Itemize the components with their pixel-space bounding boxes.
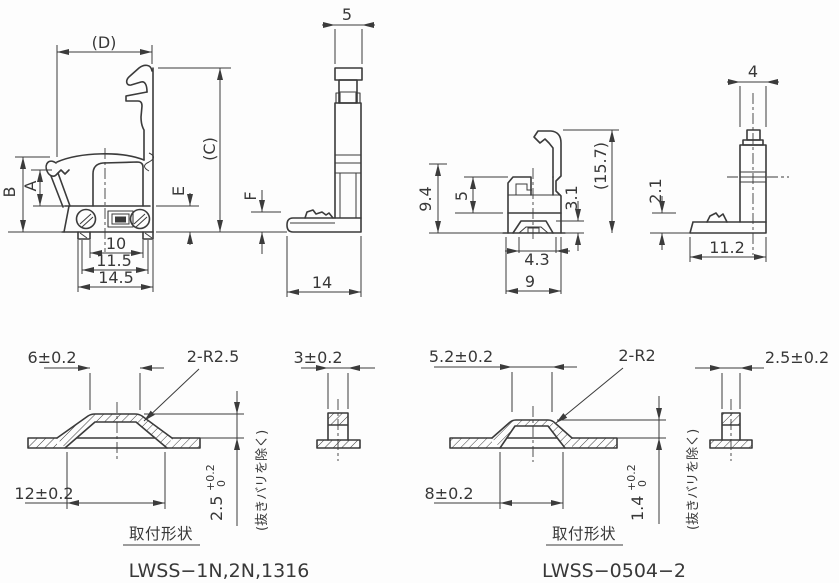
dim-label-6: 6±0.2: [27, 348, 76, 367]
dim-label-10: 10: [106, 234, 126, 253]
model-name-lwss1n: LWSS−1N,2N,1316: [129, 560, 310, 582]
side-view-lwss0504: 4 2.1 11.2: [646, 62, 789, 262]
dim-label-3: 3±0.2: [293, 348, 342, 367]
dim-label-f: F: [241, 191, 260, 200]
dim-height: 1.4: [628, 496, 647, 521]
part-outline: [689, 93, 789, 255]
model-name-lwss0504: LWSS−0504−2: [542, 560, 686, 582]
burr-note: (抜きバリを除く): [685, 429, 701, 530]
dim-label-14-5: 14.5: [98, 268, 134, 287]
burr-note: (抜きバリを除く): [254, 430, 270, 531]
tol-zero: 0: [636, 480, 649, 487]
dim-label-b: B: [0, 187, 19, 198]
dim-label-2-1: 2.1: [646, 178, 665, 203]
dim-label-r2: 2-R2: [618, 346, 655, 365]
mount-tab-side-lwss1n: 3±0.2: [293, 348, 375, 461]
dim-label-5-top: 5: [342, 5, 352, 24]
dim-label-r2-5: 2-R2.5: [187, 347, 240, 366]
front-view-lwss0504: 9.4 5 3.1 (15.7) 4.3 9: [416, 129, 619, 294]
dim-label-a: A: [21, 180, 40, 191]
part-outline: [286, 67, 363, 233]
mount-shape-lwss1n: 6±0.2 2-R2.5 12±0.2 2.5 +0.2 0 (抜きバリを除く)…: [14, 347, 309, 582]
part-outline: [502, 130, 566, 240]
svg-text:(抜きバリを除く): (抜きバリを除く): [254, 430, 270, 531]
dim-label-e: E: [169, 186, 188, 196]
dim-label-8: 8±0.2: [424, 484, 473, 503]
dimensions: (D) (C) B A E 10 11.5 14.5: [0, 33, 250, 292]
dim-label-14: 14: [312, 273, 332, 292]
part-outline: [27, 402, 201, 462]
dimensions: 4 2.1 11.2: [646, 62, 779, 262]
dim-label-15-7: (15.7): [591, 142, 610, 190]
dim-label-d: (D): [92, 33, 117, 52]
side-view-lwss1n: 5 F 14: [241, 5, 375, 297]
dim-label-2-5: 2.5±0.2: [765, 348, 829, 367]
dim-label-12: 12±0.2: [14, 484, 73, 503]
tol-plus: +0.2: [204, 464, 217, 491]
dim-label-11-2: 11.2: [709, 238, 745, 257]
caption-mounting-shape: 取付形状: [552, 525, 616, 543]
dim-label-c: (C): [200, 137, 219, 161]
caption-mounting-shape: 取付形状: [129, 525, 193, 543]
dimensions: 9.4 5 3.1 (15.7) 4.3 9: [416, 129, 619, 294]
mount-tab-side-lwss0504: 2.5±0.2: [695, 348, 829, 461]
dim-label-5-2: 5.2±0.2: [429, 347, 493, 366]
tol-zero: 0: [215, 480, 228, 487]
dim-label-11-5: 11.5: [96, 251, 132, 270]
tol-plus: +0.2: [625, 464, 638, 491]
dim-label-5: 5: [452, 191, 471, 201]
part-outline: [449, 406, 618, 462]
dim-label-4: 4: [748, 62, 758, 81]
dim-label-3-1: 3.1: [562, 185, 581, 210]
dim-height: 2.5: [207, 496, 226, 521]
dim-label-height-tol: 1.4 +0.2 0: [625, 464, 649, 521]
dimensions: 5 F 14: [241, 5, 375, 297]
mount-shape-lwss0504: 5.2±0.2 2-R2 8±0.2 1.4 +0.2 0 (抜きバリを除く) …: [424, 346, 701, 582]
dim-label-height-tol: 2.5 +0.2 0: [204, 464, 228, 521]
svg-text:(抜きバリを除く): (抜きバリを除く): [685, 429, 701, 530]
front-view-lwss1n: (D) (C) B A E 10 11.5 14.5: [0, 33, 250, 292]
dim-label-9: 9: [525, 272, 535, 291]
dim-label-9-4: 9.4: [416, 186, 435, 211]
dim-label-4-3: 4.3: [524, 250, 549, 269]
dimensions: 5.2±0.2 2-R2 8±0.2 1.4 +0.2 0 (抜きバリを除く): [424, 346, 701, 530]
part-outline: [45, 64, 154, 252]
dimensions: 6±0.2 2-R2.5 12±0.2 2.5 +0.2 0 (抜きバリを除く): [14, 347, 270, 531]
